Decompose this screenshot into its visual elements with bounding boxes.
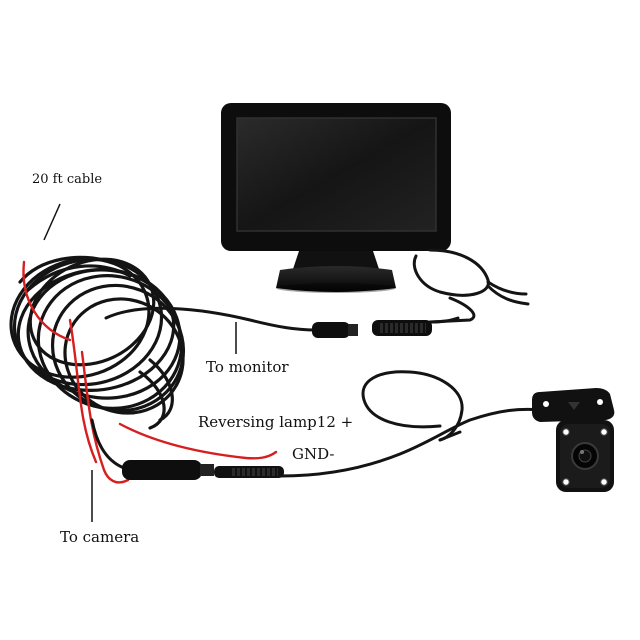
monitor-lead bbox=[412, 248, 530, 324]
red-wire bbox=[22, 260, 278, 484]
camera-led bbox=[562, 478, 570, 486]
camera-led bbox=[600, 428, 608, 436]
label-reversing-lamp: Reversing lamp12 + bbox=[198, 413, 354, 431]
monitor bbox=[221, 103, 451, 293]
label-pointers bbox=[43, 203, 237, 522]
camera-connector bbox=[122, 460, 284, 480]
monitor-cable bbox=[104, 306, 460, 332]
camera-led bbox=[600, 478, 608, 486]
camera-lead bbox=[90, 407, 544, 478]
label-gnd: GND- bbox=[292, 445, 335, 463]
camera-cable-loop bbox=[361, 370, 464, 442]
label-to-monitor: To monitor bbox=[206, 358, 289, 376]
monitor-connector bbox=[312, 320, 432, 338]
coiled-cable bbox=[9, 255, 186, 430]
pointer-cable bbox=[43, 203, 61, 241]
label-to-camera: To camera bbox=[60, 528, 140, 546]
label-cable-length: 20 ft cable bbox=[32, 172, 103, 187]
monitor-stand bbox=[276, 248, 396, 293]
monitor-screen bbox=[237, 118, 436, 231]
backup-camera bbox=[532, 388, 615, 492]
camera-led bbox=[562, 428, 570, 436]
